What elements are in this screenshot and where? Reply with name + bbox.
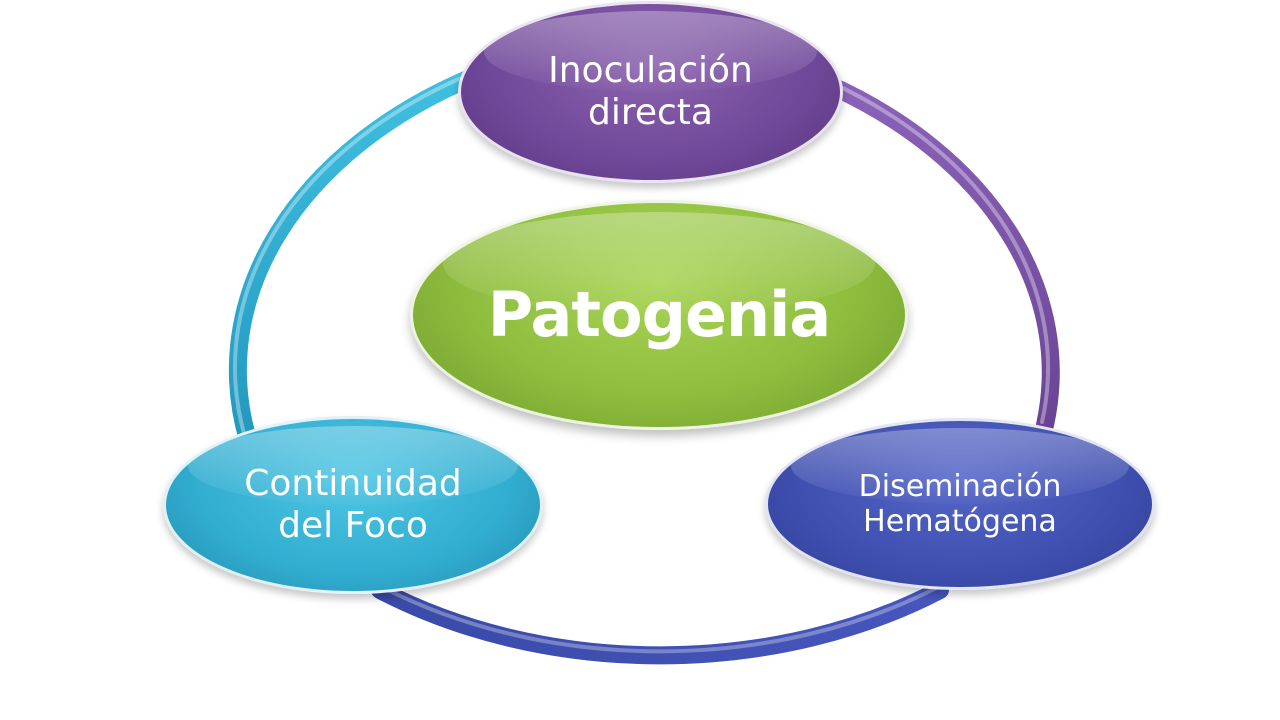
node-top-line-1: Inoculación — [548, 49, 753, 91]
node-top-line-2: directa — [588, 92, 713, 133]
ring-arc-top-right — [821, 76, 1060, 434]
node-left-line-1: Continuidad — [244, 462, 462, 504]
center-label: Patogenia — [487, 278, 832, 352]
node-right-line-2: Hematógena — [863, 504, 1057, 539]
node-inoculacion-directa: Inoculación directa — [458, 1, 843, 183]
ring-arc-bottom — [371, 581, 949, 665]
ring-arc-left — [228, 69, 479, 449]
node-diseminacion-hematogena: Diseminación Hematógena — [765, 418, 1155, 590]
node-center-patogenia: Patogenia — [410, 200, 908, 430]
node-right-line-1: Diseminación — [858, 468, 1062, 504]
node-continuidad-del-foco: Continuidad del Foco — [163, 416, 543, 594]
node-left-line-2: del Foco — [278, 505, 428, 546]
